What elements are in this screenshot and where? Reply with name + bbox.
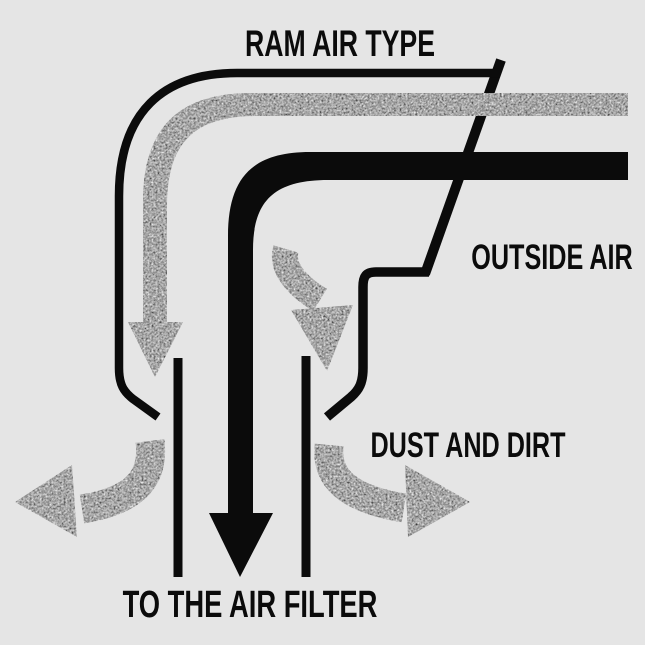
main-airflow-arrow [209, 152, 628, 577]
label-to-the-air-filter: TO THE AIR FILTER [122, 584, 378, 626]
dust-arrow-left-shaft [79, 439, 166, 524]
outside-air-flow-arrow [128, 93, 628, 377]
swirl-air-arrow-head [291, 305, 353, 371]
speckled-airflow-group [15, 93, 628, 537]
label-dust-and-dirt: DUST AND DIRT [370, 426, 566, 465]
dust-arrow-left-head [15, 465, 77, 537]
ram-air-duct-outer-wall [114, 68, 499, 421]
swirl-air-arrow-shaft [272, 245, 328, 312]
dust-arrow-right-head [405, 465, 470, 537]
label-outside-air: OUTSIDE AIR [471, 238, 633, 277]
diagram-title: RAM AIR TYPE [245, 23, 435, 64]
dust-arrow-right-shaft [314, 443, 407, 523]
duct-inner-wall-right [323, 267, 429, 421]
